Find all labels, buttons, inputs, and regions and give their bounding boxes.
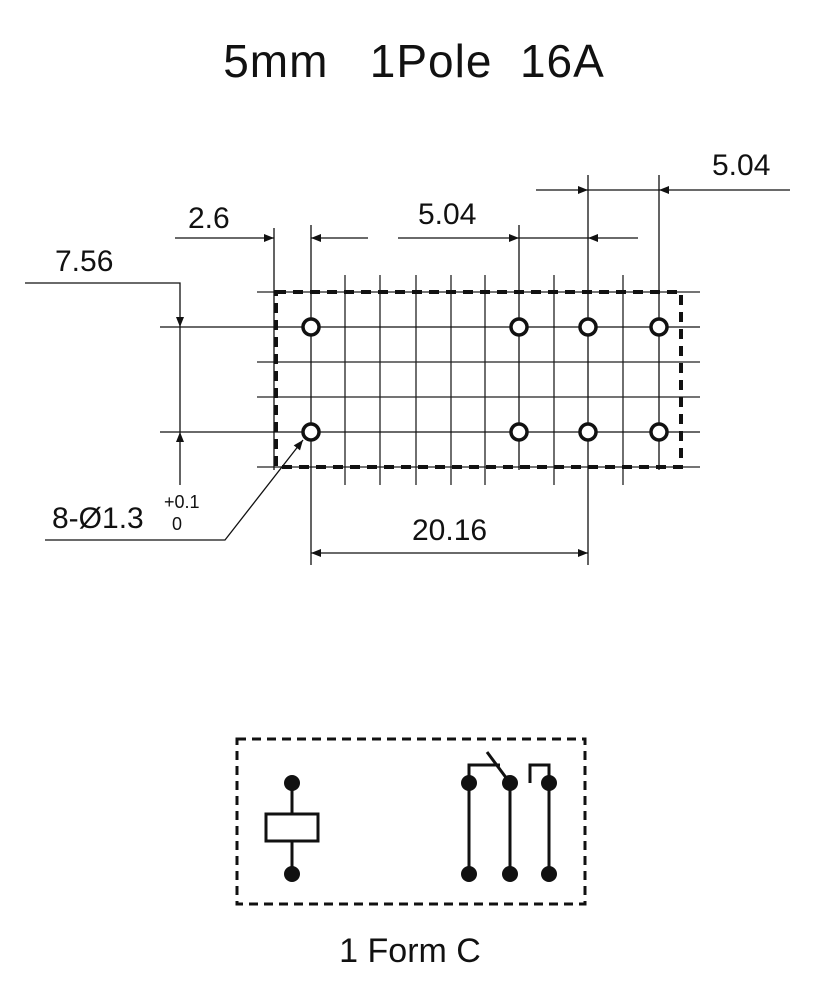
pcb-grid [257, 275, 700, 485]
diagram-title: 5mm 1Pole 16A [223, 35, 605, 87]
pin-hole [301, 317, 321, 337]
reference-lines [160, 175, 700, 565]
dimension-label: 7.56 [55, 245, 113, 278]
hole-spec-label: 8-Ø1.3 [52, 502, 144, 535]
coil-symbol [264, 775, 320, 882]
dimension-row-spacing: 7.56 [25, 245, 184, 485]
pin-hole [509, 422, 529, 442]
pin-hole [578, 317, 598, 337]
schematic-caption: 1 Form C [339, 932, 481, 970]
dimension-offset-left: 2.6 [175, 202, 368, 242]
dimension-pitch-middle: 5.04 [398, 198, 638, 242]
pin-hole [578, 422, 598, 442]
pin-holes [301, 317, 669, 442]
hole-callout: 8-Ø1.3 +0.1 0 [45, 439, 304, 541]
relay-schematic: 1 Form C [235, 737, 587, 970]
relay-outline [274, 290, 683, 469]
dimension-label: 5.04 [712, 149, 770, 182]
dimension-pitch-right: 5.04 [536, 149, 790, 194]
dimension-span-bottom: 20.16 [311, 514, 588, 557]
contact-symbol [467, 751, 551, 874]
pin-hole [301, 422, 321, 442]
dimension-label: 20.16 [412, 514, 487, 547]
hole-tolerance-upper: +0.1 [164, 492, 200, 512]
hole-tolerance-lower: 0 [172, 514, 182, 534]
pin-hole [509, 317, 529, 337]
dimension-label: 2.6 [188, 202, 230, 235]
dimension-label: 5.04 [418, 198, 476, 231]
pin-hole [649, 317, 669, 337]
pin-hole [649, 422, 669, 442]
schematic-outline [235, 737, 587, 906]
